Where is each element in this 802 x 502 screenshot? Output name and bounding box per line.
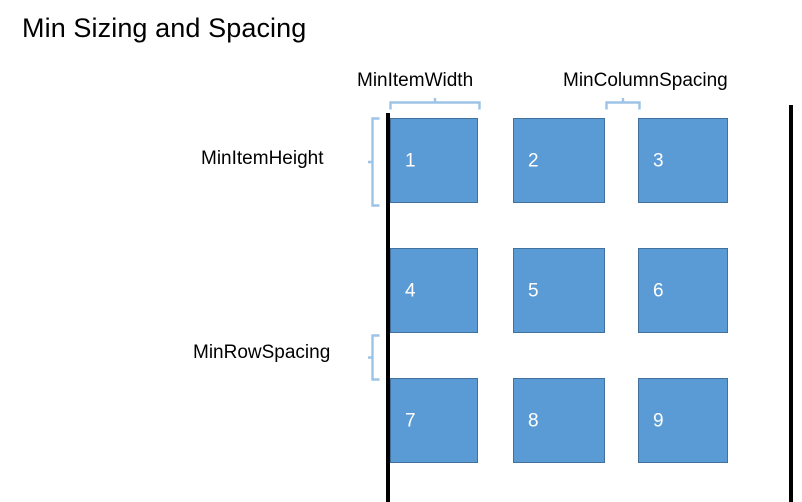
bracket-min-item-height xyxy=(368,117,382,207)
grid-item[interactable]: 5 xyxy=(513,248,605,333)
grid-item-label: 6 xyxy=(653,280,664,301)
right-boundary-rail xyxy=(789,105,793,502)
label-min-item-height: MinItemHeight xyxy=(201,148,324,169)
grid-item[interactable]: 1 xyxy=(390,118,478,203)
grid-item-label: 8 xyxy=(528,410,539,431)
grid-item[interactable]: 4 xyxy=(390,248,478,333)
grid-item[interactable]: 7 xyxy=(390,378,478,463)
bracket-min-column-spacing xyxy=(605,98,641,111)
grid-item-label: 4 xyxy=(405,280,416,301)
grid-item-label: 3 xyxy=(653,150,664,171)
bracket-min-item-width xyxy=(389,98,481,111)
grid-item[interactable]: 6 xyxy=(638,248,728,333)
left-boundary-rail xyxy=(386,113,390,502)
grid-item[interactable]: 3 xyxy=(638,118,728,203)
bracket-min-row-spacing xyxy=(368,334,382,381)
grid-item-label: 7 xyxy=(405,410,416,431)
grid-item[interactable]: 9 xyxy=(638,378,728,463)
grid-item-label: 5 xyxy=(528,280,539,301)
label-min-row-spacing: MinRowSpacing xyxy=(193,342,331,363)
grid-item-label: 1 xyxy=(405,150,416,171)
page-title: Min Sizing and Spacing xyxy=(22,13,307,43)
grid-item-label: 9 xyxy=(653,410,664,431)
grid-item[interactable]: 2 xyxy=(513,118,605,203)
grid-item[interactable]: 8 xyxy=(513,378,605,463)
grid-item-label: 2 xyxy=(528,150,539,171)
label-min-item-width: MinItemWidth xyxy=(357,70,474,91)
label-min-column-spacing: MinColumnSpacing xyxy=(563,70,728,91)
